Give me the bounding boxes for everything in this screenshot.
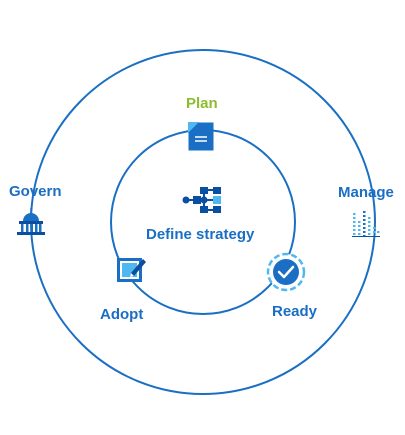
stage-label-ready: Ready <box>272 303 318 320</box>
stage-label-govern: Govern <box>9 183 62 200</box>
checkmark-badge-icon <box>266 252 306 292</box>
document-icon <box>188 122 214 151</box>
stage-label-manage: Manage <box>338 184 394 201</box>
government-building-icon <box>16 208 46 236</box>
stage-label-adopt: Adopt <box>100 306 144 323</box>
flowchart-icon <box>182 186 222 216</box>
center-label: Define strategy <box>146 226 255 243</box>
stage-label-plan: Plan <box>186 95 218 112</box>
bar-graph-icon <box>352 209 380 237</box>
checkbox-edit-icon <box>117 255 147 283</box>
